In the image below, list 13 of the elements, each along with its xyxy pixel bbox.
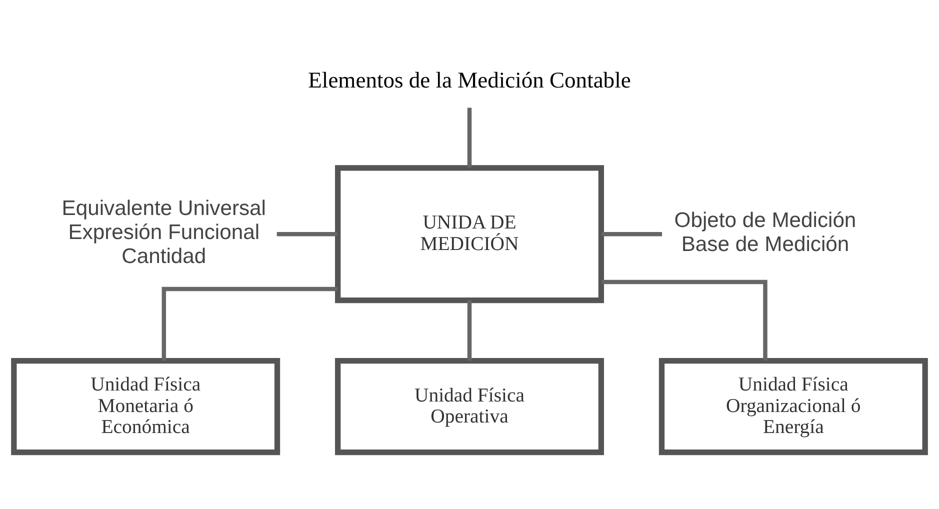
node-box: Unidad Física Operativa xyxy=(335,358,604,456)
node-box: UNIDA DE MEDICIÓN xyxy=(335,165,604,304)
node-text: Equivalente Universal Expresión Funcional Cantidad xyxy=(62,197,266,268)
connector xyxy=(601,232,662,236)
node-box: Unidad Física Monetaria ó Económica xyxy=(11,358,280,456)
connector xyxy=(467,300,472,361)
connector xyxy=(601,280,768,361)
connector xyxy=(467,108,472,168)
node-box: Unidad Física Organizacional ó Energía xyxy=(658,358,928,456)
node-text: Elementos de la Medición Contable xyxy=(308,67,631,92)
node-text: Objeto de Medición Base de Medición xyxy=(674,209,856,256)
connector xyxy=(276,232,338,236)
connector xyxy=(162,286,338,361)
